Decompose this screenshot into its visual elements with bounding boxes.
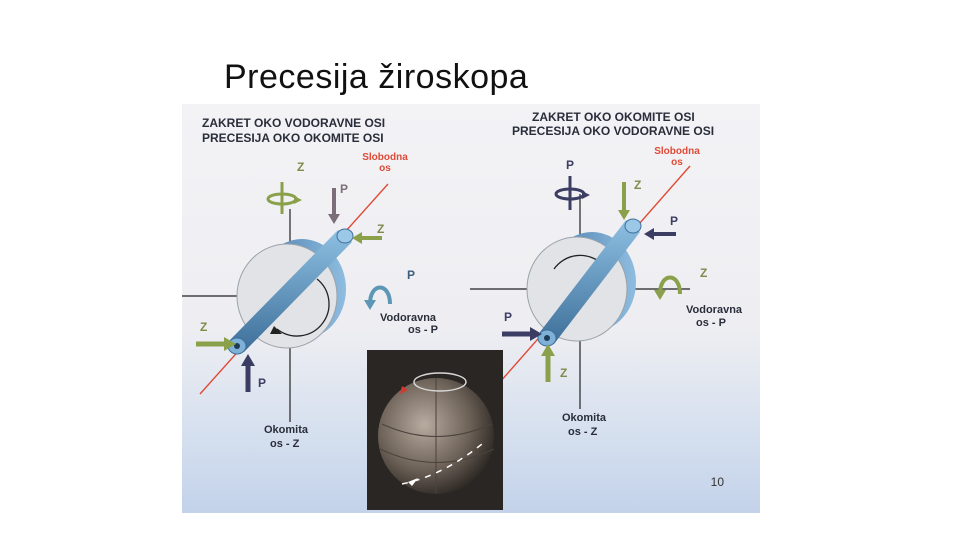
right-p-rotation-icon (556, 176, 590, 210)
left-p-label-right: P (407, 268, 415, 282)
right-horizontal-axis-line1: Vodoravna (686, 304, 742, 316)
right-z-arrow-top (618, 182, 630, 220)
right-header-line2: PRECESIJA OKO VODORAVNE OSI (512, 124, 714, 138)
right-vertical-axis-line1: Okomita (562, 412, 606, 424)
left-p-label-top: P (340, 182, 348, 196)
left-p-rotation-icon (364, 288, 390, 311)
left-free-axis-label: Slobodna os (362, 152, 408, 174)
left-z-rotation-icon (268, 182, 302, 214)
right-z-label-bottom: Z (560, 366, 567, 380)
left-header-line1: ZAKRET OKO VODORAVNE OSI (202, 116, 385, 130)
right-z-label-top: Z (634, 178, 641, 192)
right-z-arrow-bottom (541, 344, 555, 382)
gyroscope-photo: ZAKRET OKO VODORAVNE OSI PRECESIJA OKO O… (182, 104, 760, 513)
right-free-axis-label: Slobodna os (654, 146, 700, 168)
left-p-label-bottom: P (258, 376, 266, 390)
right-p-arrow-left (502, 327, 542, 341)
left-horizontal-axis-line2: os - P (408, 324, 438, 336)
left-header-line2: PRECESIJA OKO OKOMITE OSI (202, 131, 384, 145)
right-z-label-right: Z (700, 266, 707, 280)
right-p-label-top: P (566, 158, 574, 172)
right-p-label-left: P (504, 310, 512, 324)
precession-globe-inset (367, 350, 503, 510)
slide-title: Precesija žiroskopa (224, 58, 528, 97)
left-vertical-axis-line1: Okomita (264, 424, 308, 436)
left-vertical-axis-line2: os - Z (270, 438, 299, 450)
right-header-line1: ZAKRET OKO OKOMITE OSI (532, 110, 695, 124)
left-z-label-top: Z (297, 160, 304, 174)
left-z-label-left: Z (200, 320, 207, 334)
left-p-arrow-top (328, 188, 340, 224)
left-horizontal-axis-line1: Vodoravna (380, 312, 436, 324)
page-number: 10 (711, 475, 724, 489)
right-p-label-right: P (670, 214, 678, 228)
right-p-arrow-right (644, 228, 676, 240)
right-vertical-axis-line2: os - Z (568, 426, 597, 438)
left-z-label-right: Z (377, 222, 384, 236)
left-gyroscope (182, 182, 390, 422)
left-p-arrow-bottom (241, 354, 255, 392)
right-horizontal-axis-line2: os - P (696, 317, 726, 329)
